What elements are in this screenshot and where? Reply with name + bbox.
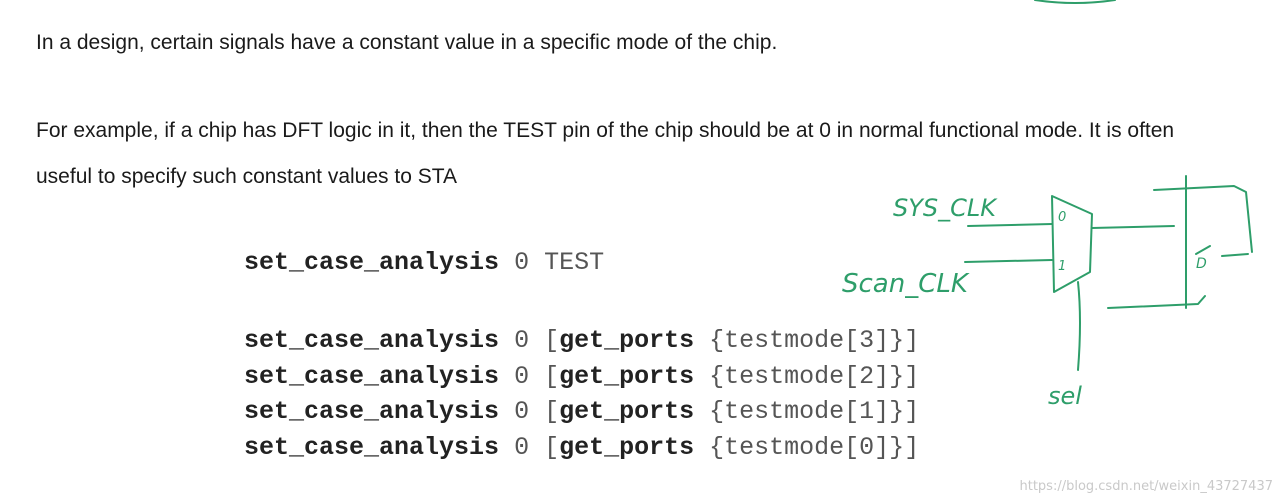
label-scan-clk: Scan_CLK bbox=[842, 269, 970, 299]
sketch-arc bbox=[1034, 0, 1116, 4]
code-value: 0 bbox=[514, 432, 530, 462]
code-command: set_case_analysis bbox=[244, 326, 500, 355]
code-line: set_case_analysis 0 [get_ports {testmode… bbox=[244, 359, 919, 395]
paragraph-example: For example, if a chip has DFT logic in … bbox=[36, 119, 1175, 188]
flipflop-d: D bbox=[1196, 256, 1207, 272]
code-value: 0 bbox=[514, 326, 530, 355]
wire-scan-clk bbox=[964, 259, 1053, 263]
code-bracket: [ bbox=[544, 361, 560, 391]
code-function: get_ports bbox=[559, 326, 695, 355]
code-command: set_case_analysis bbox=[244, 397, 500, 426]
code-bracket: ] bbox=[904, 361, 920, 391]
code-command: set_case_analysis bbox=[244, 361, 500, 391]
code-simple: set_case_analysis 0 TEST bbox=[244, 248, 604, 277]
code-function: get_ports bbox=[559, 432, 695, 462]
wire-mux-out bbox=[1091, 225, 1175, 229]
code-bracket: [ bbox=[544, 326, 560, 355]
code-argument: {testmode[2]} bbox=[709, 361, 905, 391]
code-bracket: [ bbox=[544, 397, 560, 426]
mux-input-1: 1 bbox=[1058, 259, 1066, 274]
code-function: get_ports bbox=[559, 361, 695, 391]
watermark: https://blog.csdn.net/weixin_43727437 bbox=[1019, 479, 1273, 494]
label-sel: sel bbox=[1048, 382, 1082, 410]
code-bracket: ] bbox=[904, 432, 920, 462]
label-sys-clk: SYS_CLK bbox=[893, 194, 998, 222]
code-bracket: ] bbox=[904, 397, 920, 426]
code-line: set_case_analysis 0 [get_ports {testmode… bbox=[244, 430, 919, 466]
code-value: 0 bbox=[514, 397, 530, 426]
flipflop-clk bbox=[1195, 245, 1211, 255]
code-argument: {testmode[3]} bbox=[709, 326, 905, 355]
wire-sys-clk bbox=[967, 223, 1053, 227]
flipflop-right bbox=[1221, 253, 1249, 257]
code-command: set_case_analysis bbox=[244, 248, 500, 277]
code-bracket: [ bbox=[544, 432, 560, 462]
mux-shape bbox=[1051, 195, 1093, 293]
code-bracket: ] bbox=[904, 326, 920, 355]
code-function: get_ports bbox=[559, 397, 695, 426]
code-block: set_case_analysis 0 [get_ports {testmode… bbox=[244, 323, 919, 465]
code-value: 0 bbox=[514, 361, 530, 391]
flipflop-top bbox=[1153, 185, 1253, 253]
code-target: TEST bbox=[544, 248, 605, 277]
paragraph-intro: In a design, certain signals have a cons… bbox=[36, 31, 778, 54]
code-command: set_case_analysis bbox=[244, 432, 500, 462]
code-argument: {testmode[0]} bbox=[709, 432, 905, 462]
wire-select bbox=[1077, 281, 1081, 371]
mux-input-0: 0 bbox=[1058, 210, 1066, 225]
flipflop-bottom bbox=[1107, 295, 1206, 309]
code-line: set_case_analysis 0 [get_ports {testmode… bbox=[244, 394, 919, 430]
code-argument: {testmode[1]} bbox=[709, 397, 905, 426]
code-value: 0 bbox=[514, 248, 530, 277]
code-line: set_case_analysis 0 [get_ports {testmode… bbox=[244, 323, 919, 359]
